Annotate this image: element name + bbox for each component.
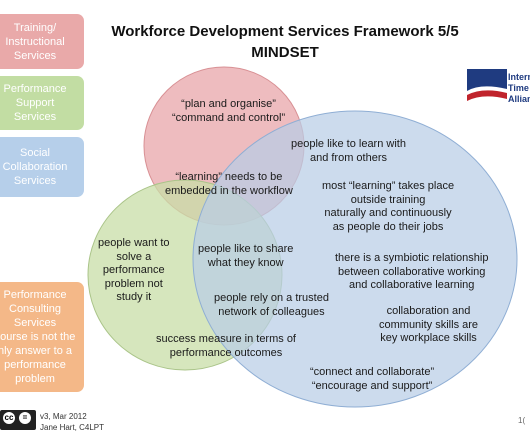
page-number: 1(	[518, 416, 526, 425]
sidebar-label-line: nly answer to a	[0, 345, 72, 357]
venn-text-red: “plan and organise”“command and control”	[172, 98, 286, 124]
cc-icon: cc	[3, 412, 15, 424]
logo-text-line: Allian	[508, 94, 530, 104]
sidebar-label-line: problem	[15, 373, 55, 385]
sidebar-performance-support-services[interactable]: Performance Support Services	[0, 76, 84, 130]
sidebar-performance-consulting-services[interactable]: Performance Consulting Services course i…	[0, 282, 84, 392]
sidebar-label-line: Performance	[3, 83, 67, 95]
footer-author: Jane Hart, C4LPT	[40, 423, 105, 432]
venn-text-blue-connect: “connect and collaborate”“encourage and …	[310, 366, 435, 392]
sidebar-label-line: Consulting	[9, 303, 61, 315]
sidebar-label-line: Services	[13, 317, 57, 329]
sidebar-label-line: Services	[13, 111, 57, 123]
sidebar-training-services[interactable]: Training/ Instructional Services	[0, 14, 84, 69]
sidebar-label-line: performance	[4, 359, 66, 371]
internet-time-alliance-logo	[467, 69, 507, 105]
footer-version: v3, Mar 2012	[40, 412, 87, 421]
sidebar-label-line: Social	[20, 147, 50, 159]
sidebar-social-collaboration-services[interactable]: Social Collaboration Services	[0, 137, 84, 197]
sidebar-label-line: Collaboration	[2, 161, 68, 173]
venn-circle-blue	[192, 110, 518, 408]
sidebar-label-line: Instructional	[5, 35, 65, 48]
sidebar-label-line: Services	[13, 49, 57, 62]
creative-commons-badge: cc =	[0, 410, 36, 430]
sidebar-label-line: Performance	[3, 289, 67, 301]
logo-text-line: Intern	[508, 72, 530, 82]
sidebar-label-line: course is not the	[0, 331, 76, 343]
logo-text-line: Time	[508, 83, 529, 93]
sidebar-label-line: Training/	[13, 21, 57, 34]
page-subtitle: MINDSET	[251, 44, 319, 61]
page-title: Workforce Development Services Framework…	[111, 23, 459, 40]
sidebar-label-line: Services	[13, 175, 57, 187]
sidebar-label-line: Support	[15, 97, 55, 109]
nd-icon: =	[19, 412, 31, 424]
